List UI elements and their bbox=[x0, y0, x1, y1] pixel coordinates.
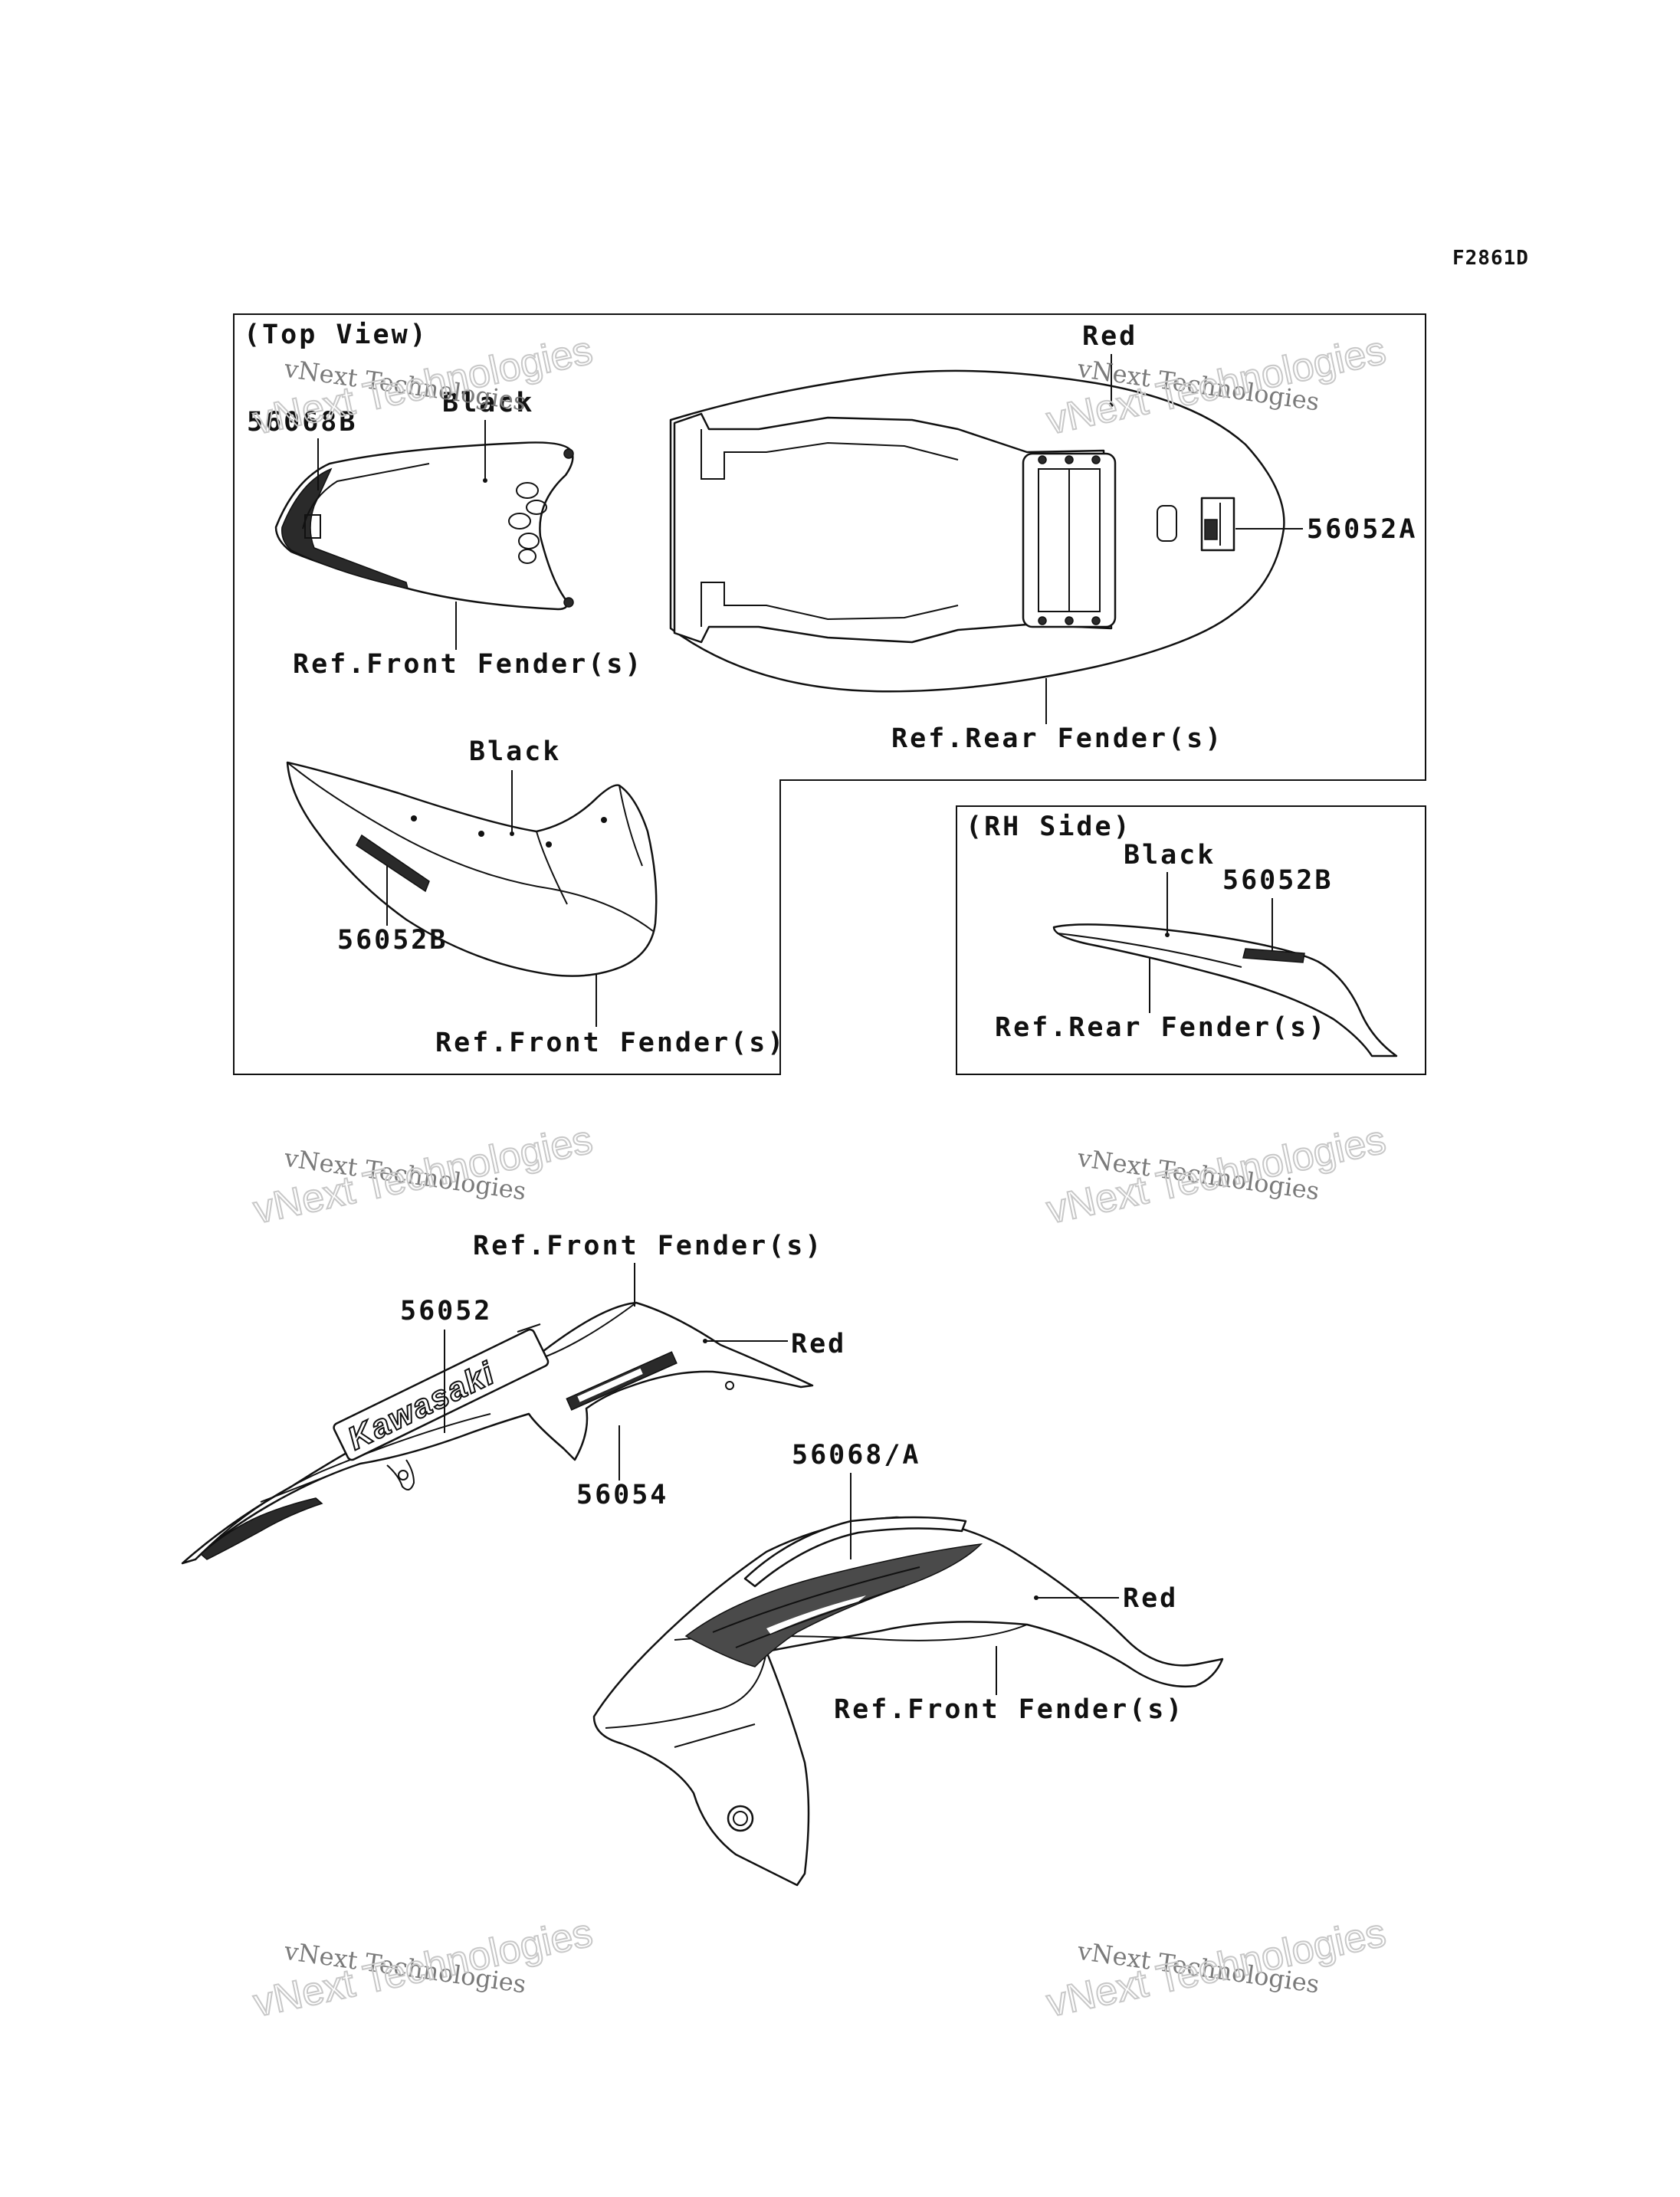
svg-text:vNext Technologies: vNext Technologies bbox=[1043, 1117, 1390, 1232]
mid-color-label: Black bbox=[469, 736, 561, 767]
svg-text:vNext Technologies: vNext Technologies bbox=[250, 1910, 596, 2025]
front-fender-side-view bbox=[286, 761, 658, 977]
rh-color-label: Black bbox=[1124, 840, 1216, 871]
top-left-part-number: 56068B bbox=[247, 407, 357, 438]
rh-side-frame bbox=[956, 805, 1426, 1075]
lower-part-number-2: 56054 bbox=[576, 1480, 668, 1510]
watermark-5: vNext Technologies vNext Technologies bbox=[249, 1910, 597, 2026]
rh-part-number: 56052B bbox=[1222, 865, 1333, 896]
top-left-ref-label: Ref.Front Fender(s) bbox=[293, 649, 643, 680]
svg-text:vNext Technologies: vNext Technologies bbox=[1043, 1910, 1390, 2025]
right-color-label: Red bbox=[1123, 1583, 1178, 1614]
top-view-title: (Top View) bbox=[244, 320, 428, 350]
rear-part-number: 56052A bbox=[1307, 514, 1417, 545]
right-ref-label: Ref.Front Fender(s) bbox=[834, 1694, 1184, 1725]
front-fender-top-view bbox=[274, 441, 574, 611]
lower-part-number: 56052 bbox=[400, 1296, 492, 1326]
svg-text:vNext Technologies: vNext Technologies bbox=[250, 1117, 596, 1232]
watermark-6: vNext Technologies vNext Technologies bbox=[1042, 1910, 1390, 2026]
mid-ref-label: Ref.Front Fender(s) bbox=[435, 1028, 786, 1058]
top-view-frame bbox=[233, 313, 1426, 1075]
rear-color-label: Red bbox=[1082, 321, 1137, 352]
top-left-color-label: Black bbox=[442, 388, 534, 418]
rear-ref-label: Ref.Rear Fender(s) bbox=[891, 723, 1223, 754]
mid-part-number: 56052B bbox=[337, 925, 448, 956]
watermark-4: vNext Technologies vNext Technologies bbox=[1042, 1117, 1390, 1233]
rear-fender-top-view bbox=[669, 369, 1285, 693]
front-fender-graphic bbox=[592, 1516, 1224, 1887]
rh-side-title: (RH Side) bbox=[966, 812, 1132, 842]
lower-ref-label: Ref.Front Fender(s) bbox=[473, 1231, 823, 1261]
lower-color-label: Red bbox=[791, 1329, 846, 1359]
figure-code: F2861D bbox=[1452, 247, 1529, 270]
watermark-3: vNext Technologies vNext Technologies bbox=[249, 1117, 597, 1233]
right-part-number: 56068/A bbox=[792, 1440, 921, 1471]
decal-56052b-front bbox=[356, 834, 430, 893]
rear-fender-rh-side bbox=[1052, 923, 1398, 1058]
rh-ref-label: Ref.Rear Fender(s) bbox=[995, 1012, 1327, 1043]
decal-56052b-rear bbox=[1242, 948, 1305, 963]
